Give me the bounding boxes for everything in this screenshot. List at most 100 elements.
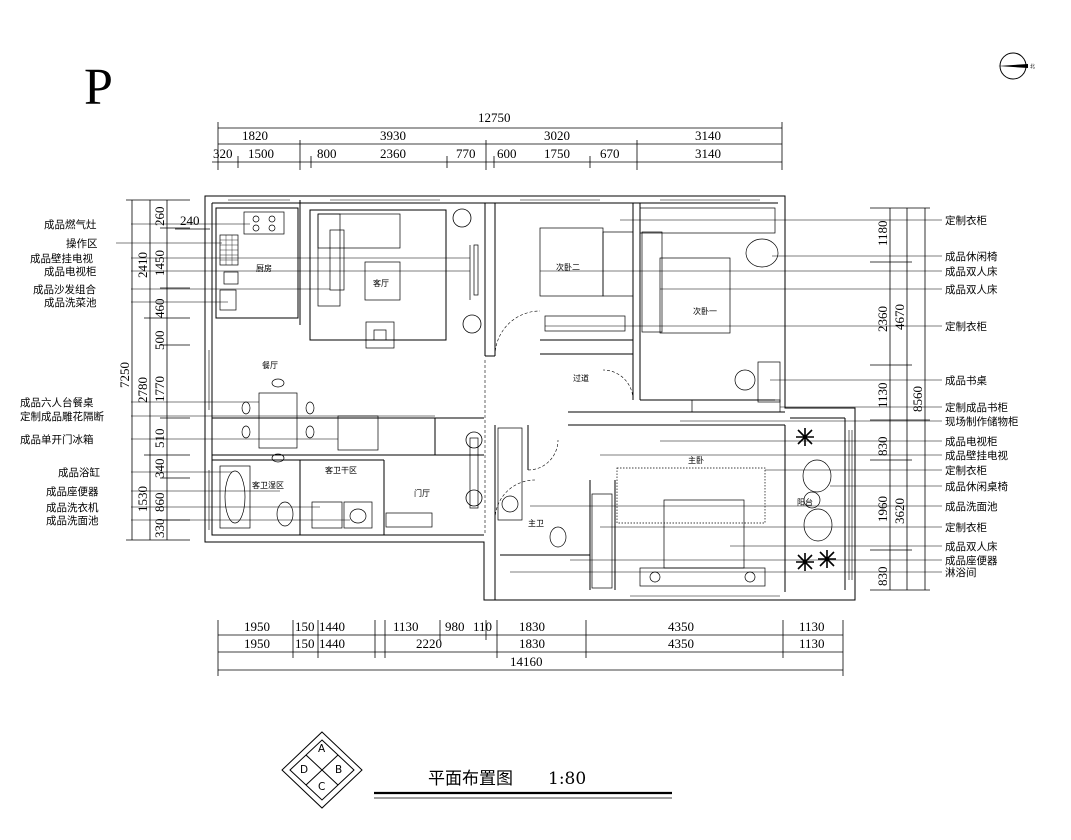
drawing-scale: 1:80 <box>548 769 586 789</box>
dim-bot-1-2: 1440 <box>319 619 345 634</box>
dim-left-inner-6: 340 <box>152 459 167 479</box>
dim-right-inner-5: 830 <box>875 567 890 587</box>
dim-top-2-8: 3140 <box>695 146 721 161</box>
dim-left-inner-7: 860 <box>152 493 167 513</box>
label-left-5: 成品洗菜池 <box>44 296 97 309</box>
dim-bot-1-6: 1830 <box>519 619 545 634</box>
dim-left-inner-4: 1770 <box>152 376 167 402</box>
dim-bot-2-0: 1950 <box>244 636 270 651</box>
symbol-d: D <box>300 764 308 776</box>
dim-top-2-3: 2360 <box>380 146 406 161</box>
dim-left-extra: 240 <box>180 213 200 228</box>
label-left-12: 成品洗面池 <box>46 514 99 527</box>
label-right-5: 成品书桌 <box>945 374 987 387</box>
dim-bot-1-8: 1130 <box>799 619 825 634</box>
symbol-b: B <box>335 764 342 776</box>
dim-top-1-2: 3020 <box>544 128 570 143</box>
dim-bot-2-6: 1130 <box>799 636 825 651</box>
label-right-3: 成品双人床 <box>945 283 998 296</box>
symbol-c: C <box>318 781 325 793</box>
label-right-16: 淋浴间 <box>945 566 977 579</box>
dim-top-2-5: 600 <box>497 146 517 161</box>
drawing-title: 平面布置图 <box>428 769 513 789</box>
label-right-13: 定制衣柜 <box>945 521 987 534</box>
room-dining: 餐厅 <box>262 361 278 370</box>
dim-right-inner-2: 1130 <box>875 382 890 408</box>
dim-bot-2-1: 150 <box>295 636 315 651</box>
room-bedroom1: 次卧一 <box>693 306 717 316</box>
room-hallway: 过道 <box>573 373 589 383</box>
dim-bot-2-2: 1440 <box>319 636 345 651</box>
label-right-9: 成品壁挂电视 <box>945 449 1008 462</box>
dim-right-mid-1: 3620 <box>892 498 907 524</box>
door-swings <box>484 310 634 535</box>
plants <box>452 208 836 571</box>
dim-bot-1-1: 150 <box>295 619 315 634</box>
label-left-9: 成品浴缸 <box>58 466 100 479</box>
dim-top-2-1: 1500 <box>248 146 274 161</box>
dim-right-outer: 8560 <box>910 386 925 412</box>
label-right-1: 成品休闲椅 <box>945 250 998 263</box>
north-arrow: 北 <box>998 52 1035 80</box>
dim-left-mid-1: 2780 <box>135 377 150 403</box>
dim-bot-1-4: 980 <box>445 619 465 634</box>
dim-right-inner-0: 1180 <box>875 220 890 246</box>
dim-left-inner-0: 260 <box>152 207 167 227</box>
room-entrance: 门厅 <box>414 488 430 498</box>
right-leaders <box>510 219 942 573</box>
dim-top-2-0: 320 <box>213 146 233 161</box>
dim-left-inner-8: 330 <box>152 519 167 539</box>
label-right-7: 现场制作储物柜 <box>945 415 1019 428</box>
north-label: 北 <box>1030 63 1035 70</box>
symbol-a: A <box>318 743 326 755</box>
label-right-4: 定制衣柜 <box>945 320 987 333</box>
room-bedroom2: 次卧二 <box>556 262 580 272</box>
label-left-7: 定制成品雕花隔断 <box>20 410 104 423</box>
section-symbol <box>281 731 363 809</box>
dim-left-inner-5: 510 <box>152 429 167 449</box>
dim-left-mid-0: 2410 <box>135 252 150 278</box>
left-leaders <box>116 223 470 521</box>
room-master-bath: 主卫 <box>528 518 544 528</box>
dim-left-outer: 7250 <box>117 362 132 388</box>
dim-top-2-2: 800 <box>317 146 337 161</box>
dim-top-2-6: 1750 <box>544 146 570 161</box>
dim-left-inner-2: 460 <box>152 299 167 319</box>
label-left-11: 成品洗衣机 <box>46 501 99 514</box>
dim-right-inner-4: 1960 <box>875 496 890 522</box>
dim-bot-1-0: 1950 <box>244 619 270 634</box>
dim-left-mid-2: 1530 <box>135 486 150 512</box>
room-master: 主卧 <box>688 455 704 465</box>
dim-left-inner-1: 1450 <box>152 250 167 276</box>
label-right-12: 成品洗面池 <box>945 500 998 513</box>
room-kitchen: 厨房 <box>256 263 272 273</box>
label-right-0: 定制衣柜 <box>945 214 987 227</box>
dim-top-2-7: 670 <box>600 146 620 161</box>
walls <box>204 195 856 601</box>
label-right-11: 成品休闲桌椅 <box>945 480 1008 493</box>
label-left-0: 成品燃气灶 <box>44 218 97 231</box>
label-right-10: 定制衣柜 <box>945 464 987 477</box>
furniture <box>219 207 833 589</box>
title-underline <box>374 791 672 799</box>
dim-right-inner-1: 2360 <box>875 306 890 332</box>
label-left-8: 成品单开门冰箱 <box>20 433 94 446</box>
dim-top-2-4: 770 <box>456 146 476 161</box>
windows <box>204 195 853 597</box>
label-right-15: 成品座便器 <box>945 554 998 567</box>
bottom-dimensions <box>217 620 844 676</box>
room-guest-dry: 客卫干区 <box>325 465 357 475</box>
dim-top-1-1: 3930 <box>380 128 406 143</box>
room-guest-wash: 客卫湿区 <box>252 480 284 490</box>
top-dimensions <box>212 122 783 170</box>
dim-top-total: 12750 <box>478 110 511 125</box>
label-left-2: 成品壁挂电视 <box>30 252 93 265</box>
label-right-14: 成品双人床 <box>945 540 998 553</box>
label-left-10: 成品座便器 <box>46 485 99 498</box>
label-left-4: 成品沙发组合 <box>33 283 96 296</box>
dim-right-mid-0: 4670 <box>892 304 907 330</box>
dim-bot-total: 14160 <box>510 654 543 669</box>
dim-bot-2-5: 4350 <box>668 636 694 651</box>
label-right-2: 成品双人床 <box>945 265 998 278</box>
